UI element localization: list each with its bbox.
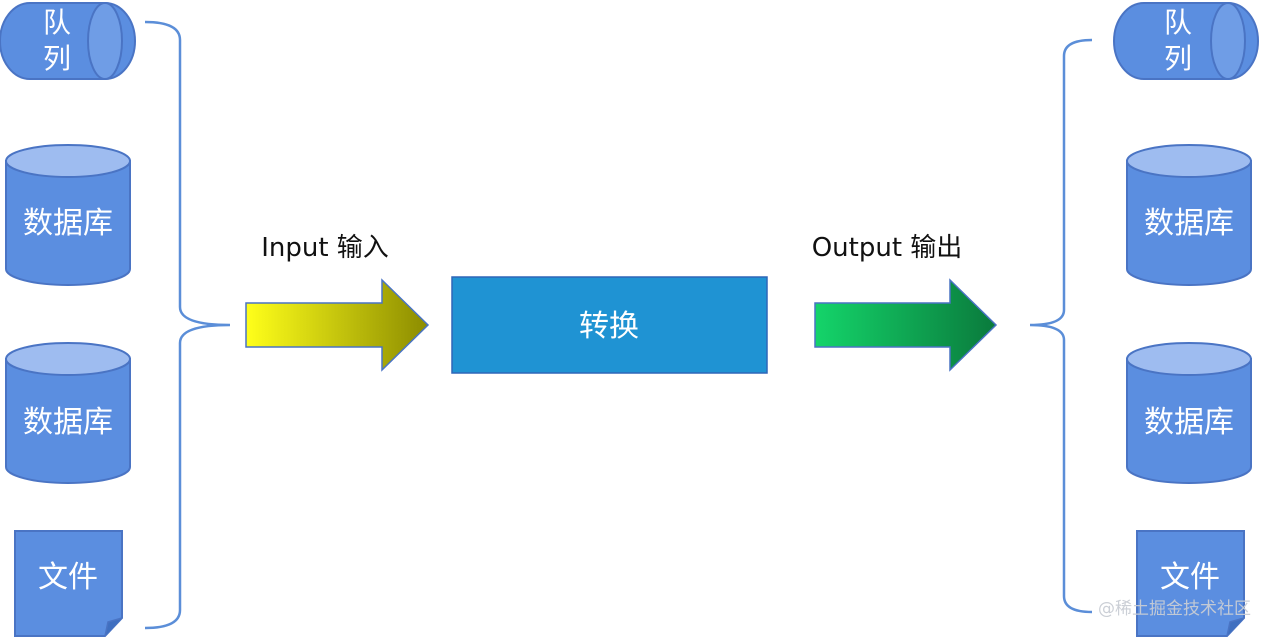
transform-label: 转换: [579, 309, 639, 344]
watermark: @稀土掘金技术社区: [1098, 599, 1251, 619]
input-bracket: [144, 20, 231, 630]
target-database-2: 数据库: [1126, 342, 1252, 484]
source-file: 文件: [14, 530, 123, 637]
target-database-2-label: 数据库: [1144, 405, 1234, 440]
target-queue-label-line1: 队: [1164, 6, 1192, 39]
target-queue: 队 列: [1113, 2, 1259, 80]
source-queue: 队 列: [0, 2, 136, 80]
input-arrow: [245, 278, 430, 372]
input-arrow-label: Input 输入: [261, 233, 389, 263]
target-queue-label-line2: 列: [1164, 42, 1192, 75]
source-database-1: 数据库: [5, 144, 131, 286]
source-queue-label-line2: 列: [43, 42, 71, 75]
output-arrow: [814, 278, 998, 372]
target-database-1: 数据库: [1126, 144, 1252, 286]
target-file: 文件: [1136, 530, 1245, 637]
transform-box: 转换: [451, 276, 768, 374]
target-file-label: 文件: [1160, 560, 1220, 595]
source-database-2-label: 数据库: [23, 405, 113, 440]
source-file-label: 文件: [38, 560, 98, 595]
source-database-1-label: 数据库: [23, 206, 113, 241]
target-database-1-label: 数据库: [1144, 206, 1234, 241]
source-queue-label-line1: 队: [43, 6, 71, 39]
source-database-2: 数据库: [5, 342, 131, 484]
output-bracket: [1029, 38, 1093, 614]
output-arrow-label: Output 输出: [812, 233, 963, 263]
